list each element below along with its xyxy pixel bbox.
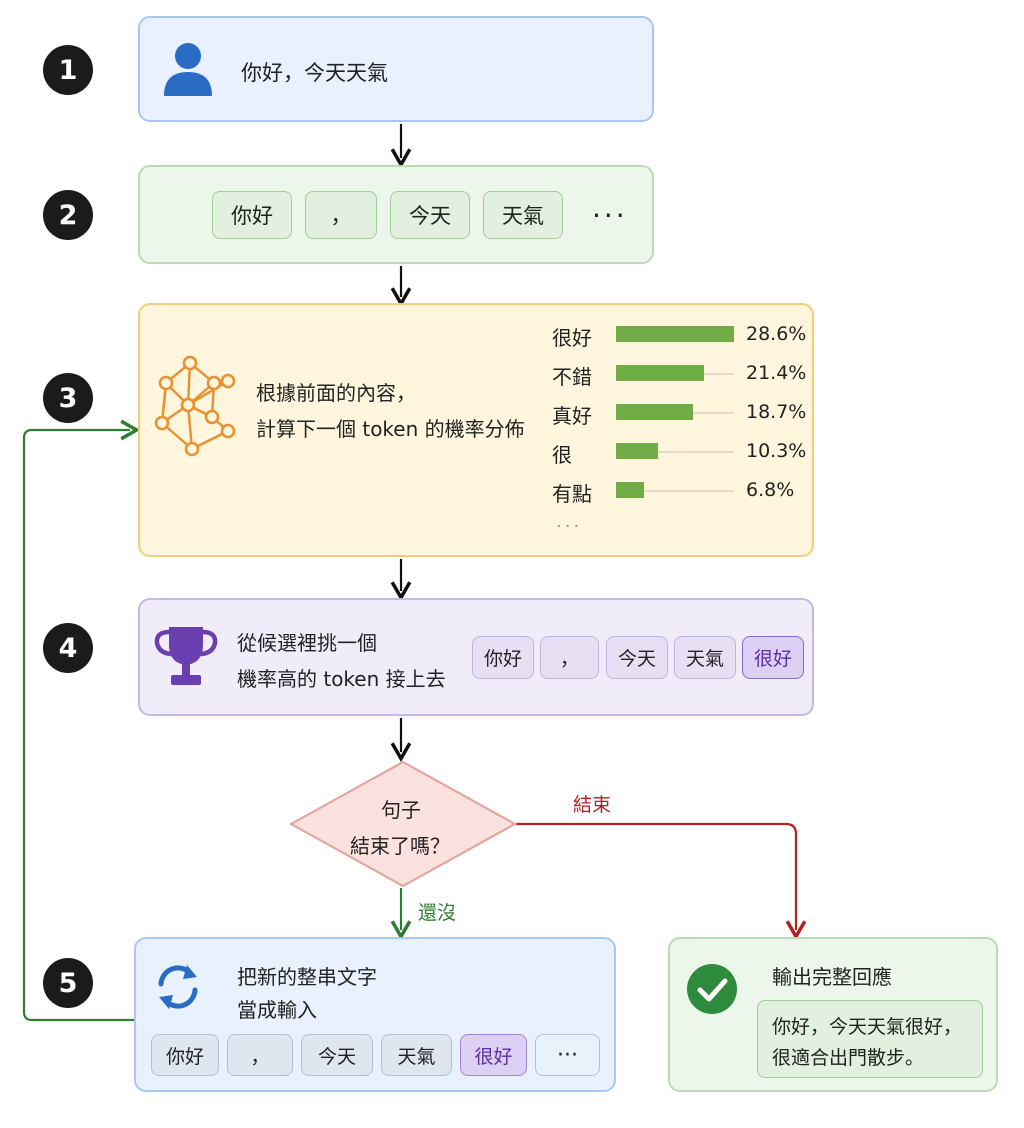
check-circle-icon [687,964,737,1014]
decision-yes-label: 結束 [573,794,612,816]
bar-track [616,490,734,492]
probability-value: 28.6% [746,323,807,345]
loop-arrow-5-to-3 [22,419,141,1022]
refresh-icon [158,965,198,1009]
decision-line1: 句子 [381,798,421,822]
step-number-3: 3 [43,373,93,423]
probability-value: 21.4% [746,362,807,384]
step-number-1: 1 [43,45,93,95]
token-chip: 你好 [151,1034,219,1076]
candidate-label: 很好 [552,326,592,350]
selected-token-chip: 很好 [742,636,804,679]
step1-input-box [138,16,654,122]
decision-no-label: 還沒 [418,902,457,924]
decision-diamond [289,760,517,888]
candidate-label: 有點 [552,482,592,506]
candidate-label: 真好 [552,404,592,428]
probability-bar [616,443,659,459]
token-chip: 天氣 [483,191,563,239]
step2-ellipsis: ··· [592,199,628,232]
new-token-chip: 很好 [460,1034,527,1076]
step-number-4: 4 [43,623,93,673]
step1-text: 你好，今天天氣 [241,61,388,85]
distribution-ellipsis: ··· [556,516,583,537]
ellipsis-chip: ··· [535,1034,600,1076]
probability-bar [616,326,734,342]
candidate-label: 不錯 [552,365,592,389]
probability-bar [616,482,645,498]
step4-line2: 機率高的 token 接上去 [237,667,446,691]
step5-line2: 當成輸入 [237,998,317,1022]
candidate-label: 很 [552,443,572,467]
token-chip: ， [540,636,599,679]
probability-value: 18.7% [746,401,807,423]
step-number-5: 5 [43,958,93,1008]
step3-line1: 根據前面的內容， [256,381,416,405]
decision-line2: 結束了嗎？ [350,834,450,858]
step5-line1: 把新的整串文字 [237,965,377,989]
token-chip: 今天 [606,636,668,679]
trophy-icon [154,627,218,685]
probability-value: 10.3% [746,440,807,462]
token-chip: 天氣 [674,636,736,679]
probability-value: 6.8% [746,479,795,501]
token-chip: ， [227,1034,293,1076]
token-chip: ， [305,191,377,239]
token-chip: 你好 [212,191,292,239]
token-chip: 你好 [472,636,534,679]
output-line2: 很適合出門散步。 [772,1047,925,1069]
token-chip: 今天 [301,1034,373,1076]
step-number-2: 2 [43,190,93,240]
output-line1: 你好，今天天氣很好， [772,1016,963,1038]
token-chip: 今天 [390,191,470,239]
probability-bar [616,404,694,420]
user-icon [164,43,212,96]
arrow-decision-to-output [516,822,807,941]
token-chip: 天氣 [381,1034,452,1076]
output-title: 輸出完整回應 [772,965,892,989]
step3-probability-box [138,303,814,557]
probability-bar [616,365,705,381]
output-response-box [757,1000,983,1078]
step4-line1: 從候選裡挑一個 [237,631,377,655]
bar-track [616,451,734,453]
neural-network-icon [154,355,236,457]
step3-line2: 計算下一個 token 的機率分佈 [256,417,525,441]
